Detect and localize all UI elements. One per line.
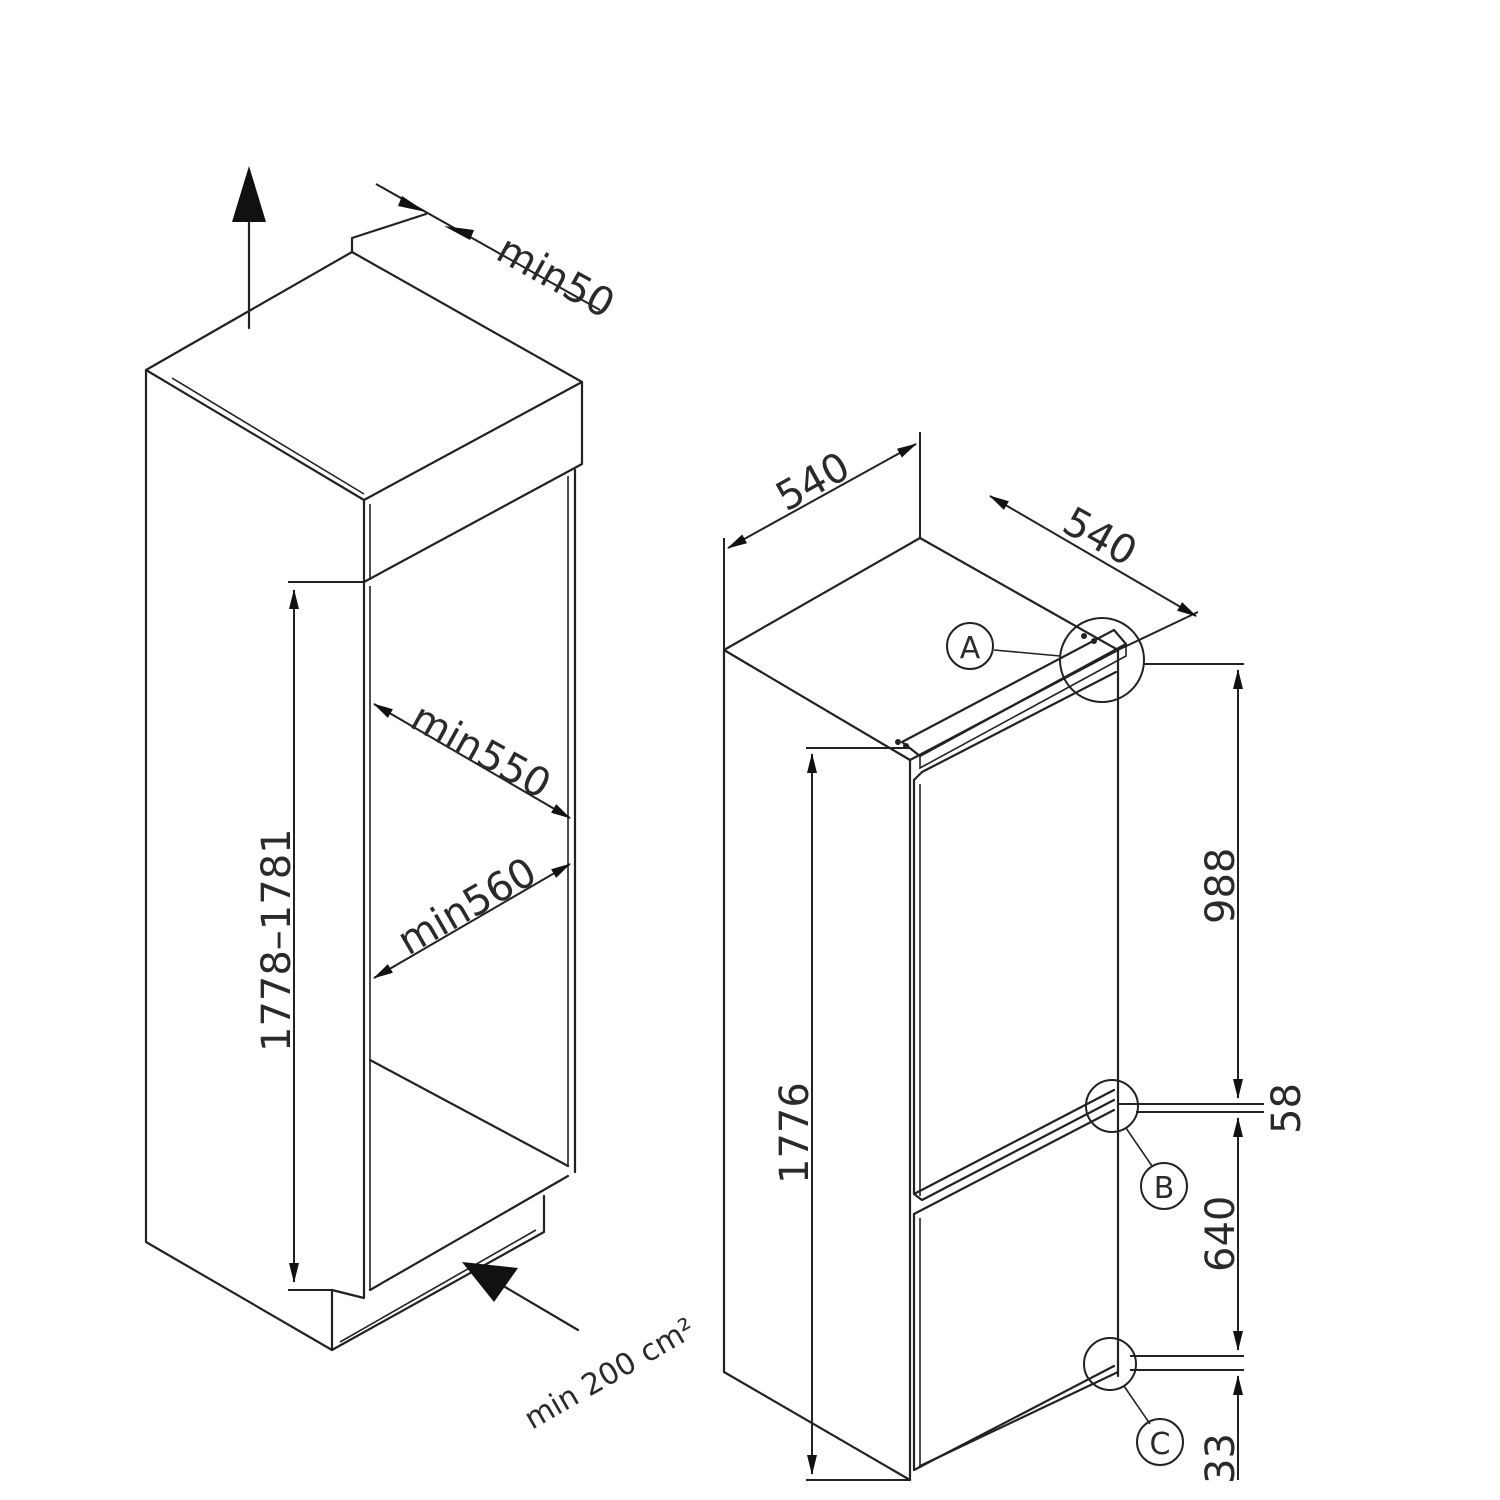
appliance-left-side bbox=[722, 648, 912, 1482]
appliance-depth-label: 540 bbox=[1055, 499, 1144, 576]
niche-width-label: min560 bbox=[390, 849, 544, 965]
niche-left-side bbox=[144, 368, 334, 1352]
niche-interior-floor-front bbox=[368, 1174, 570, 1292]
appliance-depth-dimension bbox=[989, 495, 1197, 617]
marker-a-label: A bbox=[960, 631, 981, 666]
niche-depth-label: min550 bbox=[403, 695, 558, 809]
lower-section-label: 640 bbox=[1198, 1196, 1244, 1272]
marker-c-label: C bbox=[1150, 1427, 1171, 1462]
bottom-offset-label: 33 bbox=[1198, 1433, 1244, 1484]
detail-c-circle bbox=[1083, 1337, 1137, 1391]
ventilation-label: min 200 cm² bbox=[519, 1311, 702, 1437]
appliance-width-dimension bbox=[727, 443, 917, 549]
niche-upper-panel bbox=[362, 380, 584, 584]
detail-a-circle bbox=[1059, 617, 1145, 703]
niche-top-surface bbox=[144, 250, 584, 502]
niche-top-back-edge bbox=[350, 212, 428, 254]
lower-door bbox=[912, 1212, 1116, 1472]
marker-a-circle bbox=[946, 622, 994, 670]
air-outlet-arrow-icon bbox=[232, 166, 266, 222]
appliance-top-surface bbox=[722, 536, 1120, 762]
detail-b-circle bbox=[1085, 1079, 1139, 1133]
niche-interior-floor-back bbox=[368, 1058, 570, 1168]
ventilation-arrow-shaft bbox=[498, 1282, 580, 1332]
appliance-height-label: 1776 bbox=[772, 1082, 818, 1184]
upper-door-top bbox=[912, 670, 1118, 782]
niche-depth-dimension bbox=[373, 703, 571, 819]
ventilation-arrow-icon bbox=[462, 1262, 518, 1302]
appliance-width-label: 540 bbox=[769, 443, 858, 520]
niche-plinth bbox=[330, 1194, 546, 1352]
marker-b-label: B bbox=[1154, 1171, 1175, 1206]
top-clearance-label: min50 bbox=[489, 227, 622, 328]
gap-label: 58 bbox=[1264, 1083, 1310, 1134]
marker-c-circle bbox=[1136, 1418, 1184, 1466]
marker-b-circle bbox=[1140, 1162, 1188, 1210]
lower-door-top bbox=[912, 1108, 1116, 1216]
upper-door bbox=[912, 778, 1116, 1196]
niche-cabinet: min50 1778–1781 min550 min560 min 200 cm… bbox=[144, 166, 702, 1437]
niche-width-dimension bbox=[373, 863, 571, 979]
upper-section-label: 988 bbox=[1198, 848, 1244, 924]
top-hinge-rail bbox=[900, 628, 1128, 758]
niche-top-front-lip bbox=[171, 377, 365, 495]
niche-height-label: 1778–1781 bbox=[254, 828, 300, 1052]
appliance: 540 540 1776 988 58 640 33 A B bbox=[722, 432, 1310, 1484]
